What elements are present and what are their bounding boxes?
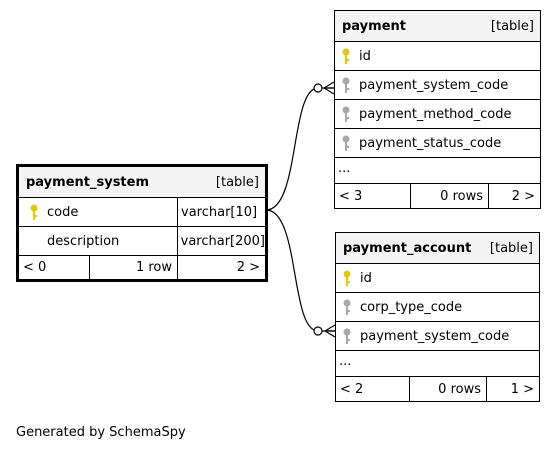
column-row[interactable]: payment_system_code [335,70,540,99]
foreign-key-icon [343,328,351,344]
primary-key-icon [343,270,351,286]
table-header[interactable]: payment [table] [335,11,540,41]
column-name: payment_system_code [359,77,509,93]
table-kind: [table] [215,174,259,190]
children-link[interactable]: 2 > [488,184,540,208]
table-name: payment_account [343,240,472,256]
more-columns[interactable]: ... [335,157,540,183]
parents-link[interactable]: < 2 [340,381,364,397]
column-name: payment_system_code [360,328,510,344]
table-payment-system[interactable]: payment_system [table] code varchar[10] … [16,164,268,282]
column-row[interactable]: code varchar[10] [19,197,265,226]
primary-key-icon [30,204,38,220]
column-row[interactable]: corp_type_code [336,292,539,321]
column-row[interactable]: description varchar[200] [19,226,265,255]
table-footer: < 2 0 rows 1 > [336,376,539,401]
column-type: varchar[200] [176,227,265,255]
column-name: id [360,270,372,286]
edge-payment-optional-marker [313,83,323,93]
more-columns[interactable]: ... [336,350,539,376]
column-name: corp_type_code [360,299,463,315]
children-link[interactable]: 1 > [486,377,539,401]
primary-key-icon [342,48,350,64]
edge-payment-system-to-payment [265,87,334,211]
edge-payment-system-to-payment-account [265,209,335,332]
column-type: varchar[10] [177,198,265,226]
table-footer: < 3 0 rows 2 > [335,183,540,208]
table-name: payment_system [26,174,150,190]
column-name: id [359,48,371,64]
parents-link[interactable]: < 3 [339,188,363,204]
column-name: payment_method_code [359,106,512,122]
table-header[interactable]: payment_account [table] [336,233,539,263]
column-row[interactable]: id [336,263,539,292]
edge-payment-crowfoot [323,81,335,95]
generated-by-label: Generated by SchemaSpy [16,425,186,440]
foreign-key-icon [342,135,350,151]
column-row[interactable]: id [335,41,540,70]
table-kind: [table] [490,18,534,34]
foreign-key-icon [342,106,350,122]
table-kind: [table] [489,240,533,256]
table-footer: < 0 1 row 2 > [19,255,265,279]
children-link[interactable]: 2 > [177,256,265,279]
column-row[interactable]: payment_method_code [335,99,540,128]
edge-payment-account-optional-marker [313,326,323,336]
column-row[interactable]: payment_system_code [336,321,539,350]
row-count: 0 rows [410,184,488,208]
parents-link[interactable]: < 0 [23,260,47,275]
table-header[interactable]: payment_system [table] [19,167,265,197]
table-name: payment [342,18,406,34]
column-row[interactable]: payment_status_code [335,128,540,157]
column-name: description [47,233,120,249]
foreign-key-icon [342,77,350,93]
edge-payment-account-crowfoot [324,324,336,338]
column-name: code [47,204,79,220]
foreign-key-icon [343,299,351,315]
table-payment-account[interactable]: payment_account [table] id corp_type_cod… [335,232,540,402]
row-count: 1 row [89,256,177,279]
table-payment[interactable]: payment [table] id payment_system_code p… [334,10,541,209]
column-name: payment_status_code [359,135,502,151]
row-count: 0 rows [409,377,486,401]
